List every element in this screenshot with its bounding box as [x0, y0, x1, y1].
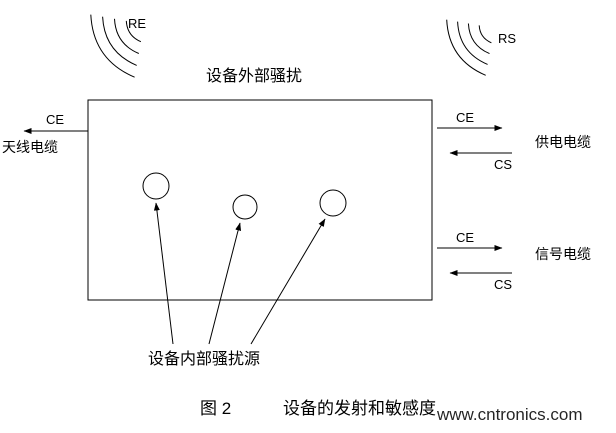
disturbance-source-circle-2 — [232, 194, 258, 220]
re-wave-icon — [125, 20, 142, 43]
pointer-arrow-source-1-icon — [153, 202, 174, 345]
rs-wave-icon — [457, 21, 488, 65]
disturbance-source-circle-3 — [319, 189, 347, 217]
re-wave-icon — [114, 18, 139, 54]
external-disturbance-label: 设备外部骚扰 — [206, 67, 302, 85]
rs-wave-icon — [446, 19, 486, 76]
rs-label: RS — [498, 31, 516, 46]
power-cable-label: 供电电缆 — [535, 134, 591, 150]
antenna-cable-label: 天线电缆 — [2, 139, 58, 155]
rs-wave-icon — [467, 23, 490, 55]
caption-figure-number: 图 2 — [200, 399, 231, 418]
signal-cable-label: 信号电缆 — [535, 246, 591, 262]
equipment-box — [87, 99, 433, 301]
disturbance-source-circle-1 — [142, 172, 170, 200]
pointer-arrow-source-3-icon — [250, 218, 326, 345]
cs-signal-label: CS — [494, 277, 512, 292]
rs-wave-icon — [478, 25, 492, 44]
re-wave-icon — [90, 14, 135, 78]
re-label: RE — [128, 16, 146, 31]
cs-power-label: CS — [494, 157, 512, 172]
watermark-text: www.cntronics.com — [436, 405, 582, 424]
caption-title: 设备的发射和敏感度 — [283, 399, 436, 418]
re-wave-icon — [102, 16, 137, 66]
pointer-arrow-source-2-icon — [208, 222, 242, 345]
ce-antenna-label: CE — [46, 112, 64, 127]
ce-power-label: CE — [456, 110, 474, 125]
internal-source-label: 设备内部骚扰源 — [148, 350, 260, 368]
ce-signal-label: CE — [456, 230, 474, 245]
